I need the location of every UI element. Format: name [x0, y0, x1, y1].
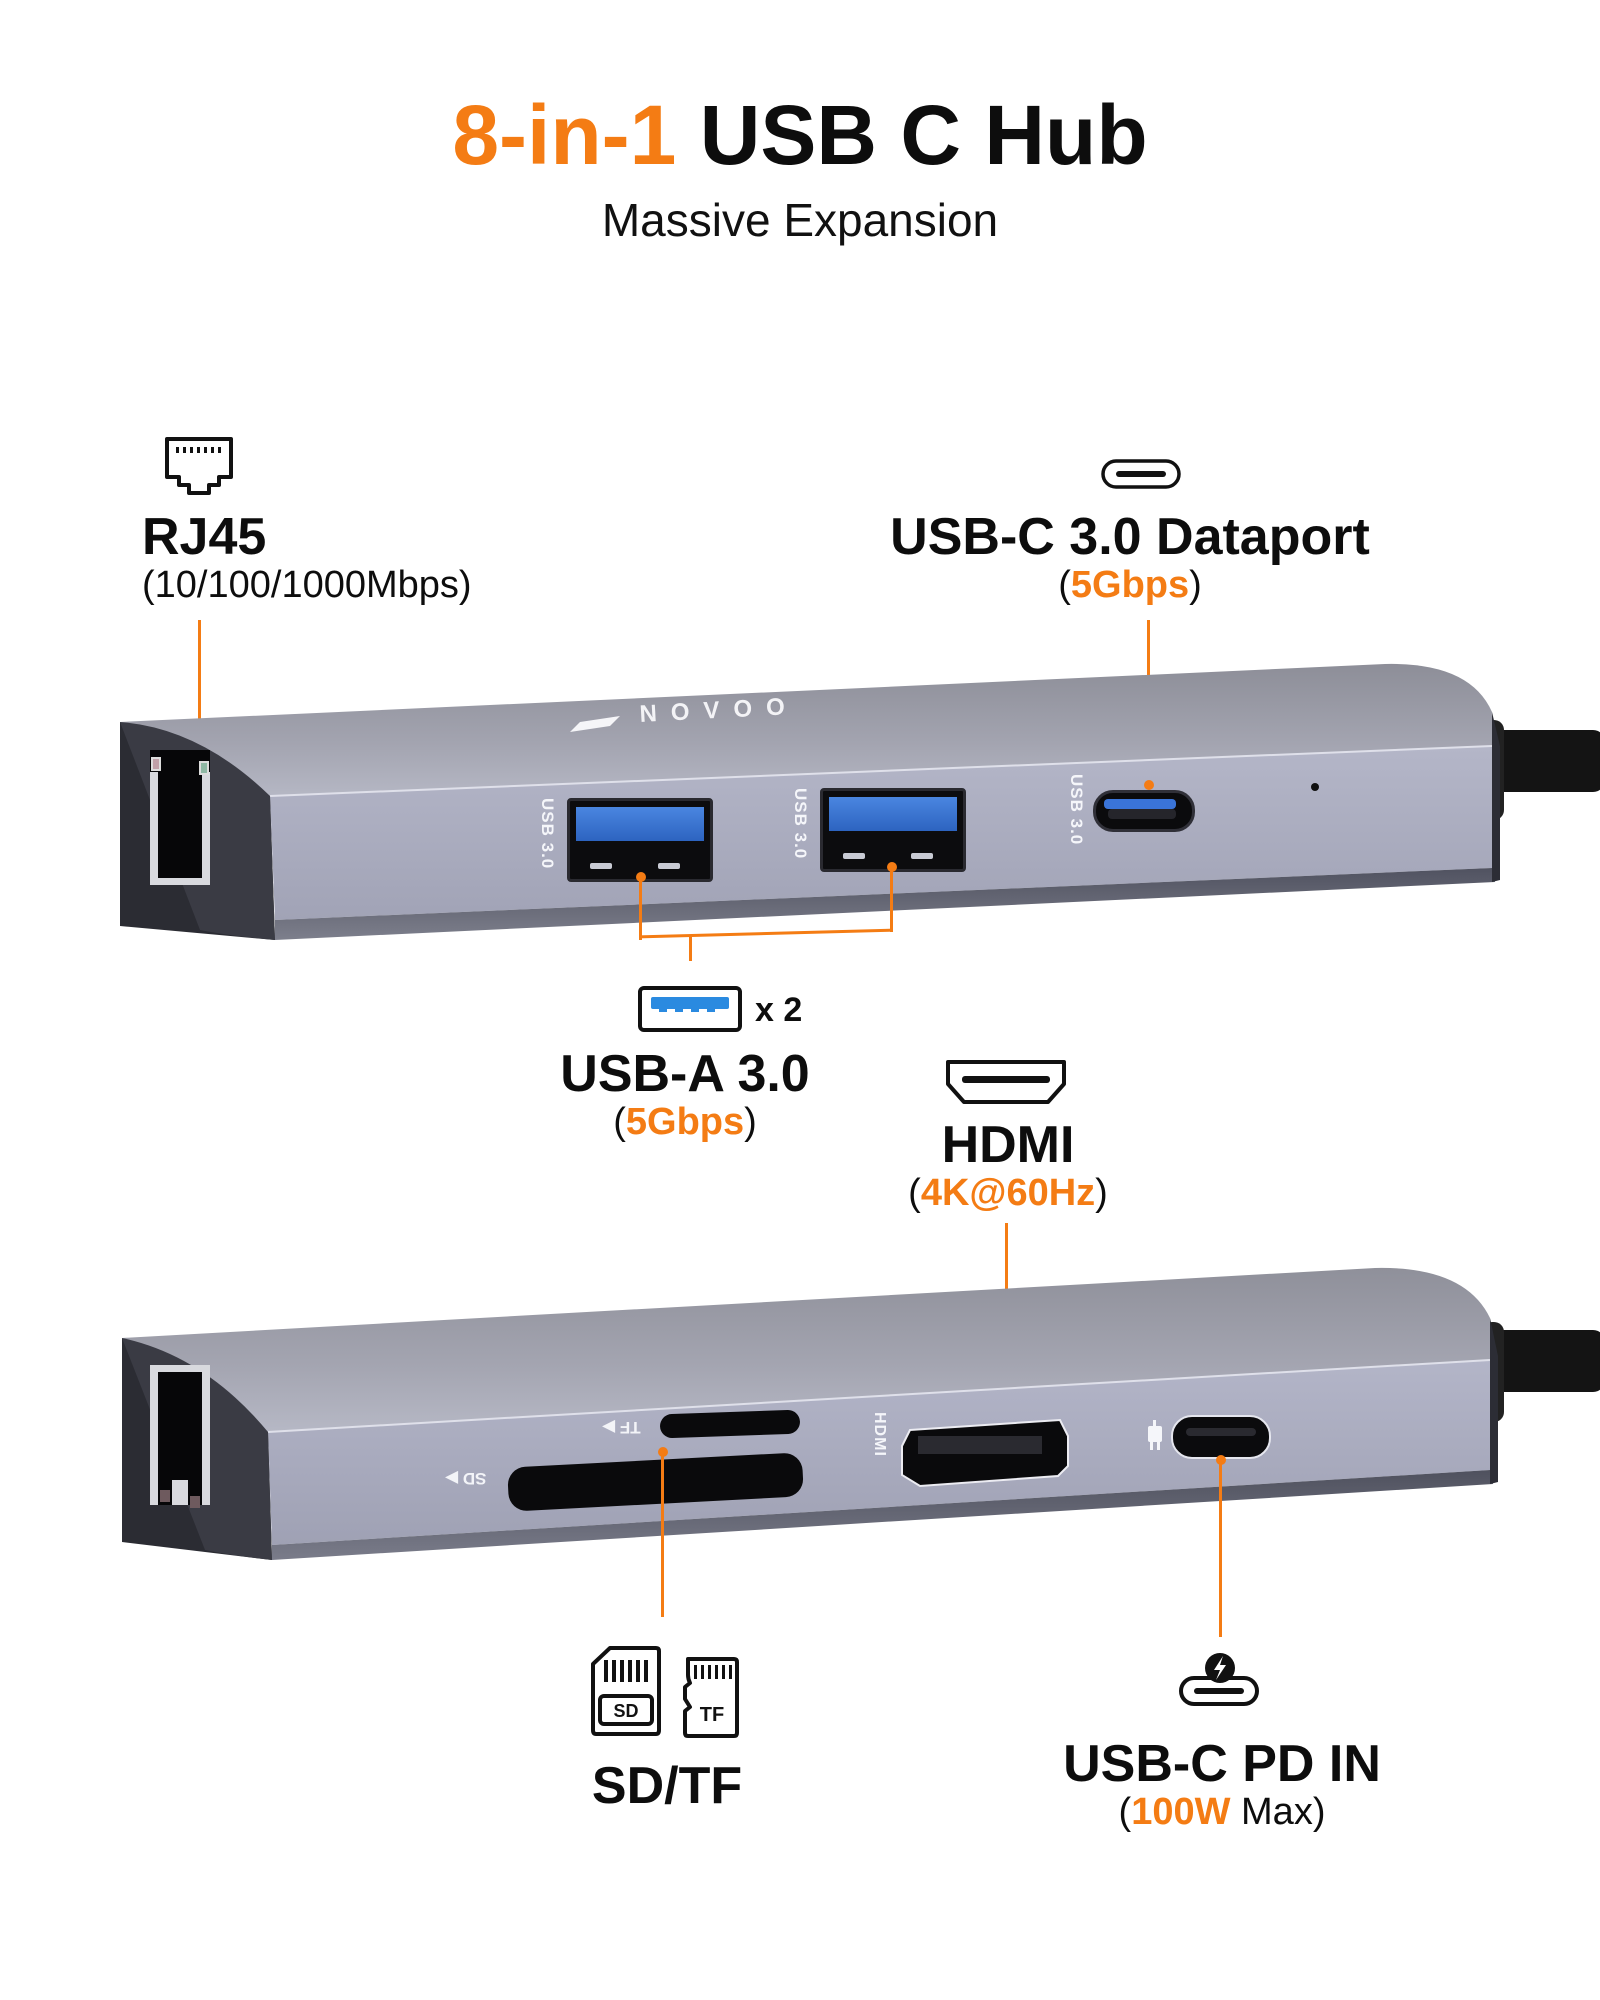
- pd-title: USB-C PD IN: [1063, 1735, 1381, 1793]
- pd-leader-line: [1219, 1460, 1222, 1637]
- usba-count: x 2: [755, 991, 803, 1029]
- usb-a-port-1[interactable]: [567, 798, 713, 882]
- hub-device-bottom: TF ▶ SD ▶ HDMI: [0, 1260, 1600, 1560]
- usba-leader-line: [890, 866, 893, 932]
- usbc-data-title: USB-C 3.0 Dataport: [890, 508, 1370, 566]
- usb-c-port-icon: [1101, 459, 1181, 489]
- usb-a-port-icon: [638, 986, 742, 1032]
- hdmi-port-icon: [946, 1060, 1066, 1104]
- usbc-data-leader-dot: [1144, 780, 1154, 790]
- usb-c-power-icon: [1179, 1653, 1259, 1706]
- hdmi-port-label: HDMI: [871, 1412, 888, 1457]
- usba-leader-line: [639, 876, 642, 940]
- title-highlight: 8-in-1: [452, 88, 677, 182]
- sdtf-leader-line: [661, 1452, 664, 1617]
- usb-c-data-port[interactable]: [1093, 790, 1195, 832]
- usba-spec: (5Gbps): [613, 1101, 757, 1143]
- sd-card-icon: SD: [591, 1646, 661, 1736]
- pd-spec: (100W Max): [1118, 1791, 1326, 1833]
- tf-card-slot[interactable]: [660, 1408, 802, 1438]
- hdmi-title: HDMI: [941, 1116, 1075, 1174]
- usb-c-pd-port[interactable]: [1170, 1414, 1272, 1460]
- tf-slot-label: TF ▶: [602, 1418, 641, 1437]
- hub-device-top: NOVOO USB 3.0 USB 3.0 USB 3.0: [0, 650, 1600, 950]
- hdmi-port[interactable]: [900, 1418, 1070, 1488]
- sdtf-title: SD/TF: [591, 1757, 743, 1815]
- usba-leader-stem: [689, 937, 692, 961]
- svg-text:TF: TF: [700, 1704, 724, 1726]
- page-subtitle: Massive Expansion: [601, 194, 999, 246]
- rj45-title: RJ45: [142, 508, 267, 566]
- usb-3-label: USB 3.0: [1067, 774, 1086, 846]
- usbc-data-spec: (5Gbps): [1058, 564, 1202, 606]
- usb-3-label: USB 3.0: [791, 788, 810, 860]
- page-title: 8-in-1 USB C Hub: [0, 85, 1600, 185]
- usba-title: USB-A 3.0: [560, 1045, 810, 1103]
- sd-slot-label: SD ▶: [445, 1469, 487, 1488]
- usb-a-port-2[interactable]: [820, 788, 966, 872]
- title-rest: USB C Hub: [699, 88, 1148, 182]
- usb-3-label: USB 3.0: [538, 798, 557, 870]
- ethernet-port-icon: [165, 437, 233, 495]
- rj45-spec: (10/100/1000Mbps): [142, 564, 472, 606]
- svg-text:SD: SD: [613, 1701, 638, 1721]
- sd-card-slot[interactable]: [506, 1455, 806, 1507]
- power-plug-icon: [1148, 1420, 1162, 1450]
- hdmi-spec: (4K@60Hz): [908, 1172, 1108, 1214]
- tf-card-icon: TF: [683, 1657, 739, 1738]
- rj45-leader-line: [198, 620, 201, 775]
